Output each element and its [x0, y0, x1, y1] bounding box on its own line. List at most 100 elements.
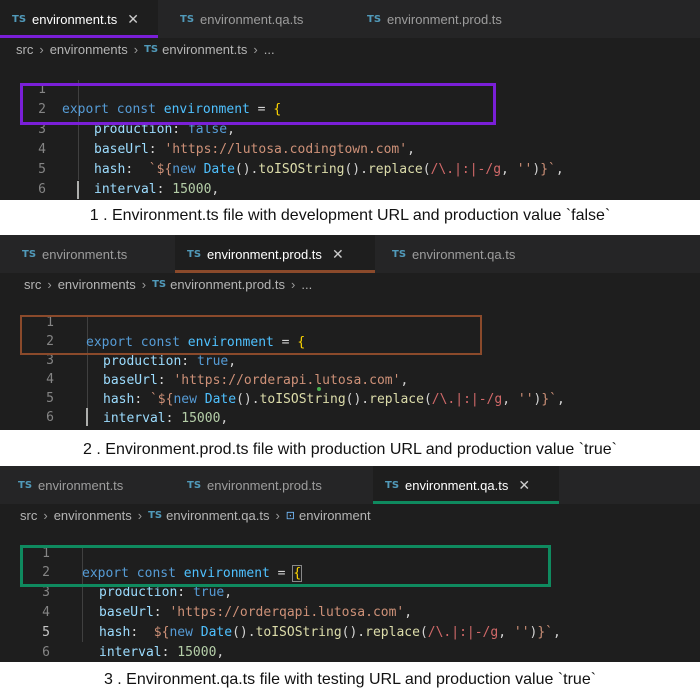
chevron-right-icon: › — [291, 276, 296, 292]
caption-2: 2 . Environment.prod.ts file with produc… — [83, 441, 617, 458]
breadcrumb-environments[interactable]: environments — [57, 276, 136, 292]
tab-environment-prod-ts[interactable]: TS environment.prod.ts — [175, 466, 370, 504]
code-line-3[interactable]: 3 baseUrl: 'https://orderapi.lutosa.com'… — [0, 331, 700, 388]
tab-environment-prod-ts[interactable]: TS environment.prod.ts ✕ — [175, 235, 375, 273]
code-line-2[interactable]: 2 production: false, — [0, 80, 700, 137]
code-text: hash: `${new Date().toISOString().replac… — [94, 162, 564, 177]
code-line-5[interactable]: 5 interval: 15000, — [0, 603, 700, 660]
code-text: baseUrl: 'https://orderapi.lutosa.com', — [103, 373, 409, 388]
breadcrumb-src[interactable]: src — [16, 41, 34, 57]
code-line-5[interactable]: 5 interval: 15000, — [0, 140, 700, 197]
tab-bar: TS environment.ts TS environment.prod.ts… — [0, 235, 700, 273]
code-line-2[interactable]: 2 production: true, — [0, 312, 700, 369]
code-line-7[interactable]: 7 — [0, 407, 700, 430]
indent-guide — [82, 546, 83, 642]
active-tab-underline — [175, 270, 375, 273]
breadcrumb-file[interactable]: environment.ts — [162, 41, 248, 57]
code-text: hash: ${new Date().toISOString().replace… — [99, 625, 561, 640]
tab-label: environment.prod.ts — [207, 246, 322, 262]
tab-bar: TS environment.ts ✕ TS environment.qa.ts… — [0, 0, 700, 38]
line-number: 4 — [46, 372, 54, 387]
code-line-3[interactable]: 3 baseUrl: 'https://lutosa.codingtown.co… — [0, 100, 700, 157]
caption-3: 3 . Environment.qa.ts file with testing … — [103, 671, 597, 688]
tab-label: environment.prod.ts — [387, 11, 502, 27]
tab-environment-qa-ts[interactable]: TS environment.qa.ts — [168, 0, 348, 38]
code-line-7[interactable]: 7 — [0, 643, 700, 662]
breadcrumb-file[interactable]: environment.prod.ts — [170, 276, 286, 292]
code-line-1[interactable]: 1 export const environment = { — [0, 524, 700, 582]
line-number: 2 — [46, 334, 54, 349]
code-text: hash: `${new Date().toISOString().replac… — [103, 392, 565, 407]
tab-environment-qa-ts[interactable]: TS environment.qa.ts ✕ — [373, 466, 559, 504]
code-line-6[interactable]: 6 }; — [0, 623, 700, 660]
code-text: production: true, — [99, 585, 233, 600]
typescript-icon: TS — [187, 479, 202, 491]
code-text: export const environment = { — [86, 335, 306, 350]
code-line-6[interactable]: 6 }; — [0, 388, 700, 425]
typescript-icon: TS — [367, 13, 382, 25]
tab-environment-prod-ts[interactable]: TS environment.prod.ts — [355, 0, 545, 38]
code-line-4[interactable]: 4 hash: `${new Date().toISOString().repl… — [0, 350, 700, 407]
code-line-7[interactable]: 7 — [0, 180, 700, 200]
breadcrumb-environments[interactable]: environments — [53, 507, 132, 523]
highlight-box-brown — [20, 315, 482, 355]
breadcrumb-file[interactable]: environment.qa.ts — [166, 507, 270, 523]
code-line-5[interactable]: 5 interval: 15000, — [0, 369, 700, 426]
highlight-box-purple — [20, 83, 496, 125]
chevron-right-icon: › — [253, 41, 258, 57]
code-text: export const environment = { — [82, 565, 303, 582]
active-tab-underline — [373, 501, 559, 504]
line-number: 5 — [38, 162, 46, 177]
typescript-icon: TS — [385, 479, 400, 491]
chevron-right-icon: › — [141, 276, 147, 292]
typescript-icon: TS — [180, 13, 195, 25]
breadcrumb: src › environments › TS environment.prod… — [0, 273, 700, 295]
code-line-6[interactable]: 6 }; — [0, 160, 700, 197]
breadcrumb-more[interactable]: ... — [263, 41, 275, 57]
code-text: interval: 15000, — [99, 645, 225, 660]
tab-environment-ts[interactable]: TS environment.ts ✕ — [0, 0, 158, 38]
close-icon[interactable]: ✕ — [331, 245, 344, 262]
tab-environment-ts[interactable]: TS environment.ts — [6, 466, 170, 504]
tab-label: environment.ts — [32, 11, 118, 27]
typescript-icon: TS — [22, 248, 37, 260]
line-number: 4 — [42, 605, 50, 620]
code-line-2[interactable]: 2 production: true, — [0, 543, 700, 600]
tab-environment-ts[interactable]: TS environment.ts — [10, 235, 170, 273]
editor-panel-1: TS environment.ts ✕ TS environment.qa.ts… — [0, 0, 700, 200]
tab-label: environment.prod.ts — [207, 477, 322, 493]
editor-panel-2: TS environment.ts TS environment.prod.ts… — [0, 235, 700, 430]
breadcrumb-more[interactable]: ... — [301, 276, 313, 292]
line-number: 1 — [42, 546, 50, 561]
code-line-4[interactable]: 4 hash: ${new Date().toISOString().repla… — [0, 583, 700, 640]
code-line-4[interactable]: 4 hash: `${new Date().toISOString().repl… — [0, 120, 700, 177]
close-icon[interactable]: ✕ — [518, 476, 531, 493]
line-number: 2 — [38, 102, 46, 117]
text-cursor — [77, 181, 79, 199]
code-text: production: true, — [103, 354, 237, 369]
decoration-dot — [317, 387, 321, 391]
code-line-1[interactable]: 1 export const environment = { — [0, 60, 700, 117]
breadcrumb: src › environments › TS environment.qa.t… — [0, 504, 700, 526]
breadcrumb-symbol[interactable]: environment — [299, 507, 371, 523]
line-number: 6 — [42, 645, 50, 660]
tab-environment-qa-ts[interactable]: TS environment.qa.ts — [380, 235, 560, 273]
chevron-right-icon: › — [137, 507, 143, 523]
typescript-icon: TS — [392, 248, 407, 260]
line-number: 3 — [42, 585, 50, 600]
tab-label: environment.ts — [38, 477, 124, 493]
code-line-3[interactable]: 3 baseUrl: 'https://orderqapi.lutosa.com… — [0, 563, 700, 620]
close-icon[interactable]: ✕ — [127, 10, 140, 27]
line-number: 2 — [42, 565, 50, 580]
typescript-icon: TS — [148, 509, 163, 521]
breadcrumb-src[interactable]: src — [20, 507, 38, 523]
typescript-icon: TS — [18, 479, 33, 491]
typescript-icon: TS — [187, 248, 202, 260]
breadcrumb-environments[interactable]: environments — [49, 41, 128, 57]
line-number: 6 — [46, 410, 54, 425]
code-text: interval: 15000, — [103, 411, 229, 426]
code-line-1[interactable]: 1 export const environment = { — [0, 293, 700, 350]
breadcrumb-src[interactable]: src — [24, 276, 42, 292]
line-number: 1 — [46, 315, 54, 330]
chevron-right-icon: › — [275, 507, 280, 523]
